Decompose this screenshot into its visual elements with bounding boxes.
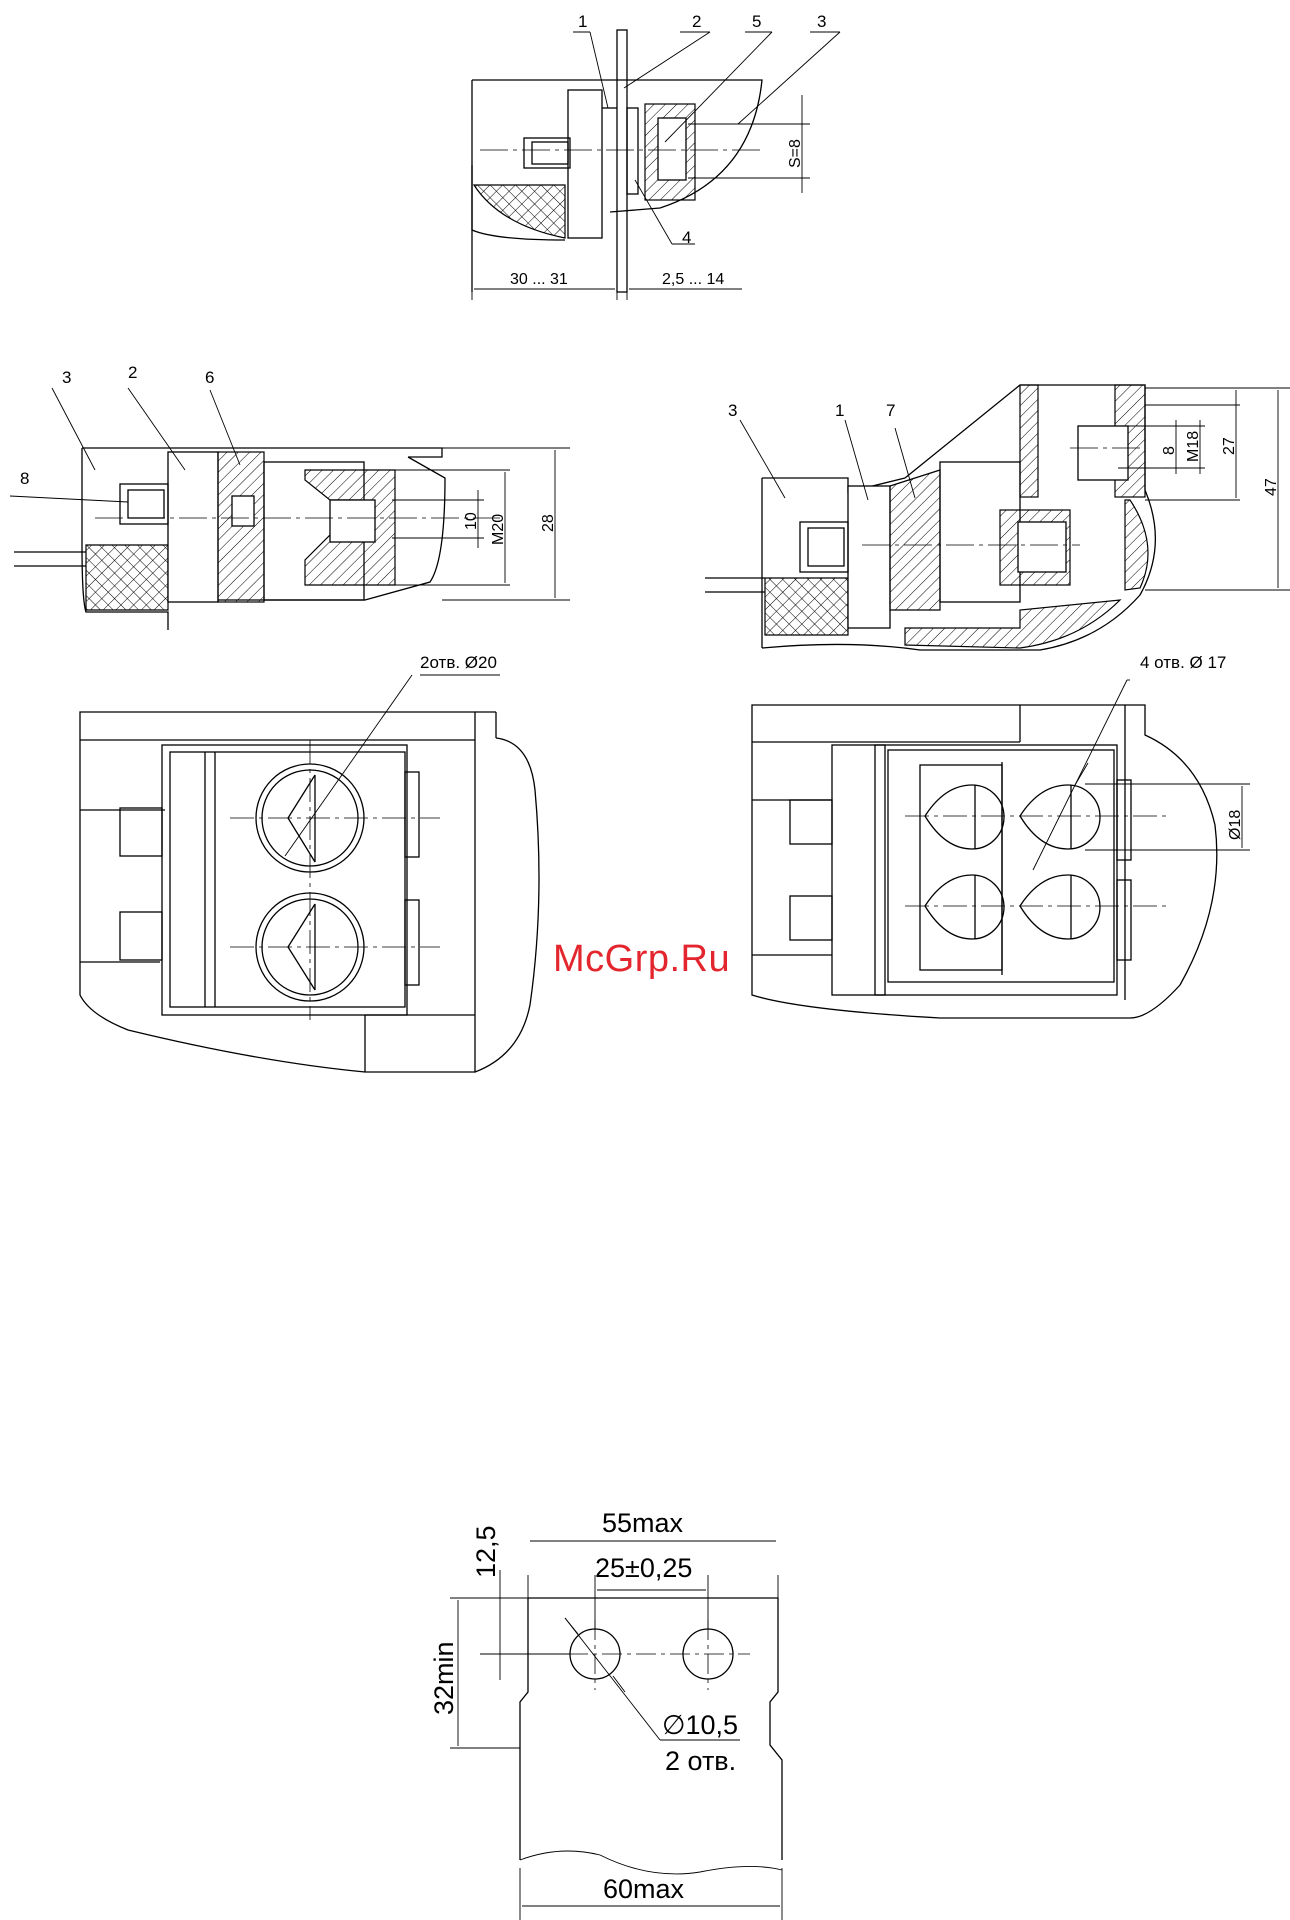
dim-60max: 60max: [603, 1874, 685, 1904]
dim-55max: 55max: [602, 1508, 684, 1538]
part-label-3: 3: [728, 401, 737, 420]
left-plan-view: 2отв. Ø20: [80, 653, 539, 1072]
dim-30-31: 30 ... 31: [510, 271, 568, 288]
dim-27: 27: [1221, 437, 1238, 455]
dim-2-5-14: 2,5 ... 14: [662, 271, 724, 288]
part-label-8: 8: [20, 469, 29, 488]
part-label-6: 6: [205, 368, 214, 387]
dim-o18: Ø18: [1227, 810, 1244, 840]
holes-callout-left: 2отв. Ø20: [420, 653, 497, 672]
top-section-view: S=8 30 ... 31 2,5 ... 14 1 2 5 3 4: [472, 12, 840, 300]
left-section-view: 10 M20 28 3 2 6 8: [10, 363, 570, 630]
dim-m20: M20: [490, 514, 507, 545]
part-label-1: 1: [578, 12, 587, 31]
dim-28: 28: [540, 514, 557, 532]
right-plan-view: Ø18 4 отв. Ø 17: [752, 653, 1250, 1018]
dim-47: 47: [1263, 478, 1280, 496]
part-label-7: 7: [886, 401, 895, 420]
dim-8: 8: [1161, 446, 1178, 455]
watermark: McGrp.Ru: [553, 938, 730, 981]
dim-12-5: 12,5: [471, 1525, 501, 1578]
dim-25: 25±0,25: [595, 1553, 692, 1583]
dim-10: 10: [463, 512, 480, 530]
dim-32min: 32min: [429, 1641, 459, 1715]
holes-callout-right: 4 отв. Ø 17: [1140, 653, 1226, 672]
busbar-plate-view: 55max 25±0,25 12,5 32min ∅10,5 2 отв. 60…: [429, 1508, 782, 1920]
part-label-2: 2: [128, 363, 137, 382]
part-label-4: 4: [682, 228, 691, 247]
holes-count: 2 отв.: [665, 1746, 736, 1776]
part-label-3: 3: [62, 368, 71, 387]
dim-s8: S=8: [787, 139, 804, 168]
part-label-1: 1: [835, 401, 844, 420]
part-label-2: 2: [692, 12, 701, 31]
dim-hole-10-5: ∅10,5: [662, 1710, 738, 1740]
dim-m18: M18: [1185, 431, 1202, 462]
part-label-5: 5: [752, 12, 761, 31]
right-section-view: 8 M18 27 47 3 1 7: [705, 385, 1290, 650]
part-label-3: 3: [817, 12, 826, 31]
